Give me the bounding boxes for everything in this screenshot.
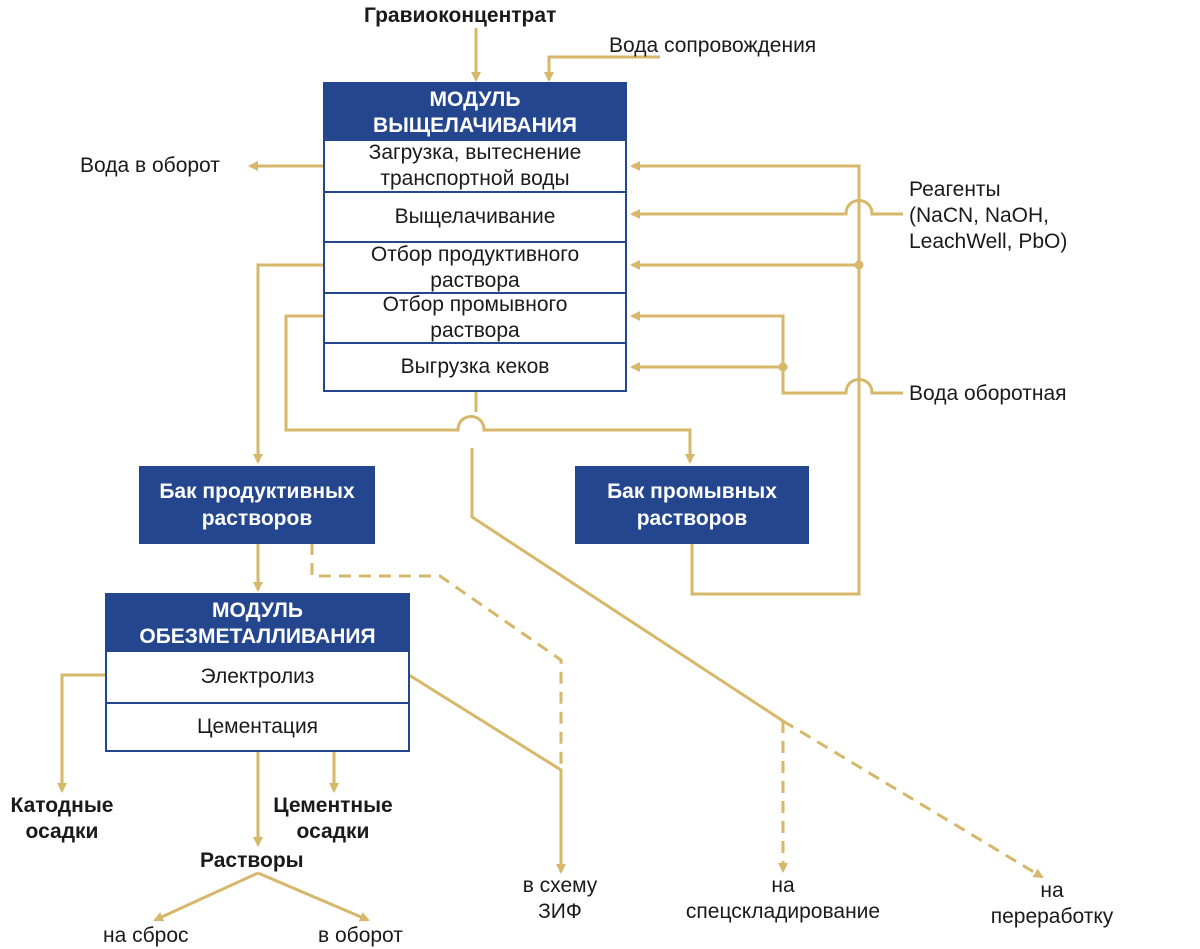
water-out-label: Вода в оборот	[80, 154, 220, 177]
recycle-label: в оборот	[318, 924, 403, 947]
productive-tank: Бак продуктивных растворов	[139, 466, 375, 544]
step-loading: Загрузка, вытеснение транспортной воды	[368, 141, 582, 190]
demetal-to-zif	[408, 673, 566, 874]
water-accompanying-arrow	[544, 55, 660, 82]
cakes-to-processing	[782, 719, 1044, 879]
step-productive-sampling: Отбор продуктивного раствора	[325, 241, 625, 292]
step-wash-sampling: Отбор промывного раствора	[325, 292, 625, 342]
cathode-deposits-label: Катодные осадки	[10, 794, 114, 843]
water-recycled-label: Вода оборотная	[909, 382, 1067, 405]
demetal-module: МОДУЛЬ ОБЕЗМЕТАЛЛИВАНИЯ Электролиз Цемен…	[105, 593, 410, 752]
to-recycle-arrow	[257, 871, 370, 922]
step-cementation: Цементация	[107, 702, 408, 750]
reagents-line	[632, 199, 903, 215]
tank-dashed-line	[310, 543, 563, 770]
concentrate-label: Гравиоконцентрат	[364, 4, 557, 27]
cement-deposits-label: Цементные осадки	[273, 794, 393, 843]
cathode-arrow	[57, 673, 105, 793]
storage-label: на спецскладирование	[685, 874, 881, 923]
discharge-label: на сброс	[103, 924, 189, 947]
leaching-module-title: МОДУЛЬ ВЫЩЕЛАЧИВАНИЯ	[325, 84, 625, 141]
wash-tank: Бак промывных растворов	[575, 466, 809, 544]
wash-tank-loop	[630, 161, 861, 596]
reagents-label: Реагенты (NaCN, NaOH, LeachWell, PbO)	[909, 178, 1068, 253]
zif-label: в схему ЗИФ	[522, 874, 598, 923]
demetal-module-title: МОДУЛЬ ОБЕЗМЕТАЛЛИВАНИЯ	[107, 595, 408, 652]
cakes-line	[470, 391, 784, 723]
wash-solution-arrow	[284, 314, 695, 464]
to-discharge-arrow	[153, 871, 259, 922]
productive-solution-arrow	[253, 263, 323, 464]
step-cake-unloading: Выгрузка кеков	[325, 342, 625, 390]
water-accompanying-label: Вода сопровождения	[609, 34, 817, 57]
processing-label: на переработку	[990, 879, 1114, 928]
solutions-label: Растворы	[200, 849, 304, 872]
step-leaching: Выщелачивание	[325, 191, 625, 241]
step-electrolysis: Электролиз	[200, 665, 315, 688]
leaching-module: МОДУЛЬ ВЫЩЕЛАЧИВАНИЯ Загрузка, вытеснени…	[323, 82, 627, 392]
recycled-water-line	[630, 362, 903, 395]
recycled-water-branch	[630, 311, 785, 367]
